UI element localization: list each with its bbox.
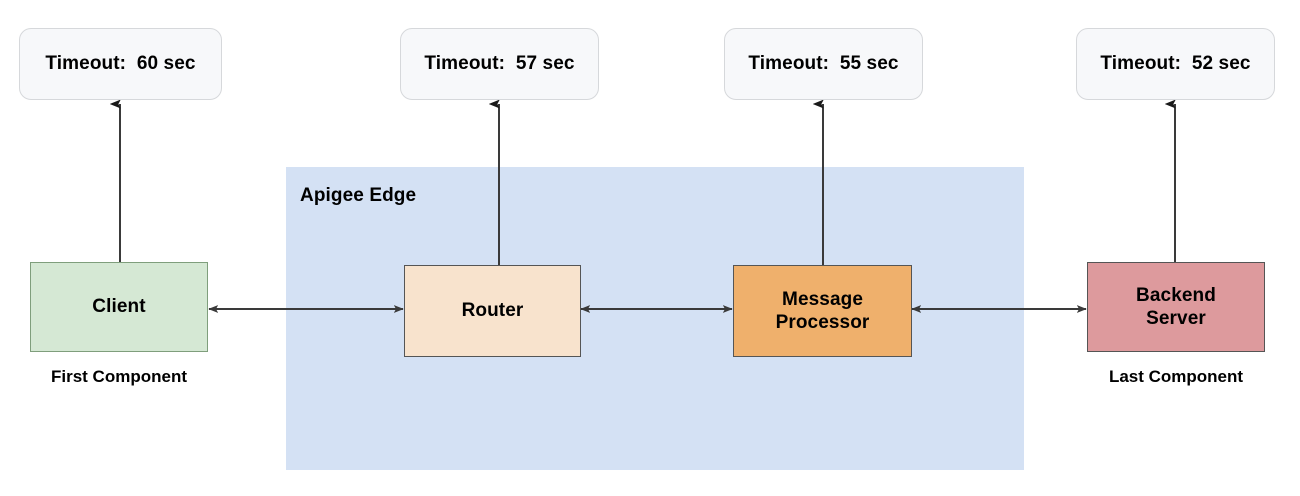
node-client[interactable]: Client (30, 262, 208, 352)
callout-client-timeout: Timeout: 60 sec (19, 28, 222, 100)
callout-mp-timeout: Timeout: 55 sec (724, 28, 923, 100)
callout-backend-timeout: Timeout: 52 sec (1076, 28, 1275, 100)
node-backend-server[interactable]: Backend Server (1087, 262, 1265, 352)
apigee-edge-zone (286, 167, 1024, 470)
caption-last-component: Last Component (1108, 367, 1244, 386)
caption-first-component: First Component (51, 367, 187, 386)
node-router[interactable]: Router (404, 265, 581, 357)
node-message-processor[interactable]: Message Processor (733, 265, 912, 357)
node-message-processor-label: Message Processor (775, 288, 870, 333)
apigee-edge-zone-label: Apigee Edge (300, 185, 417, 206)
callout-router-timeout: Timeout: 57 sec (400, 28, 599, 100)
node-backend-server-label: Backend Server (1136, 284, 1216, 329)
